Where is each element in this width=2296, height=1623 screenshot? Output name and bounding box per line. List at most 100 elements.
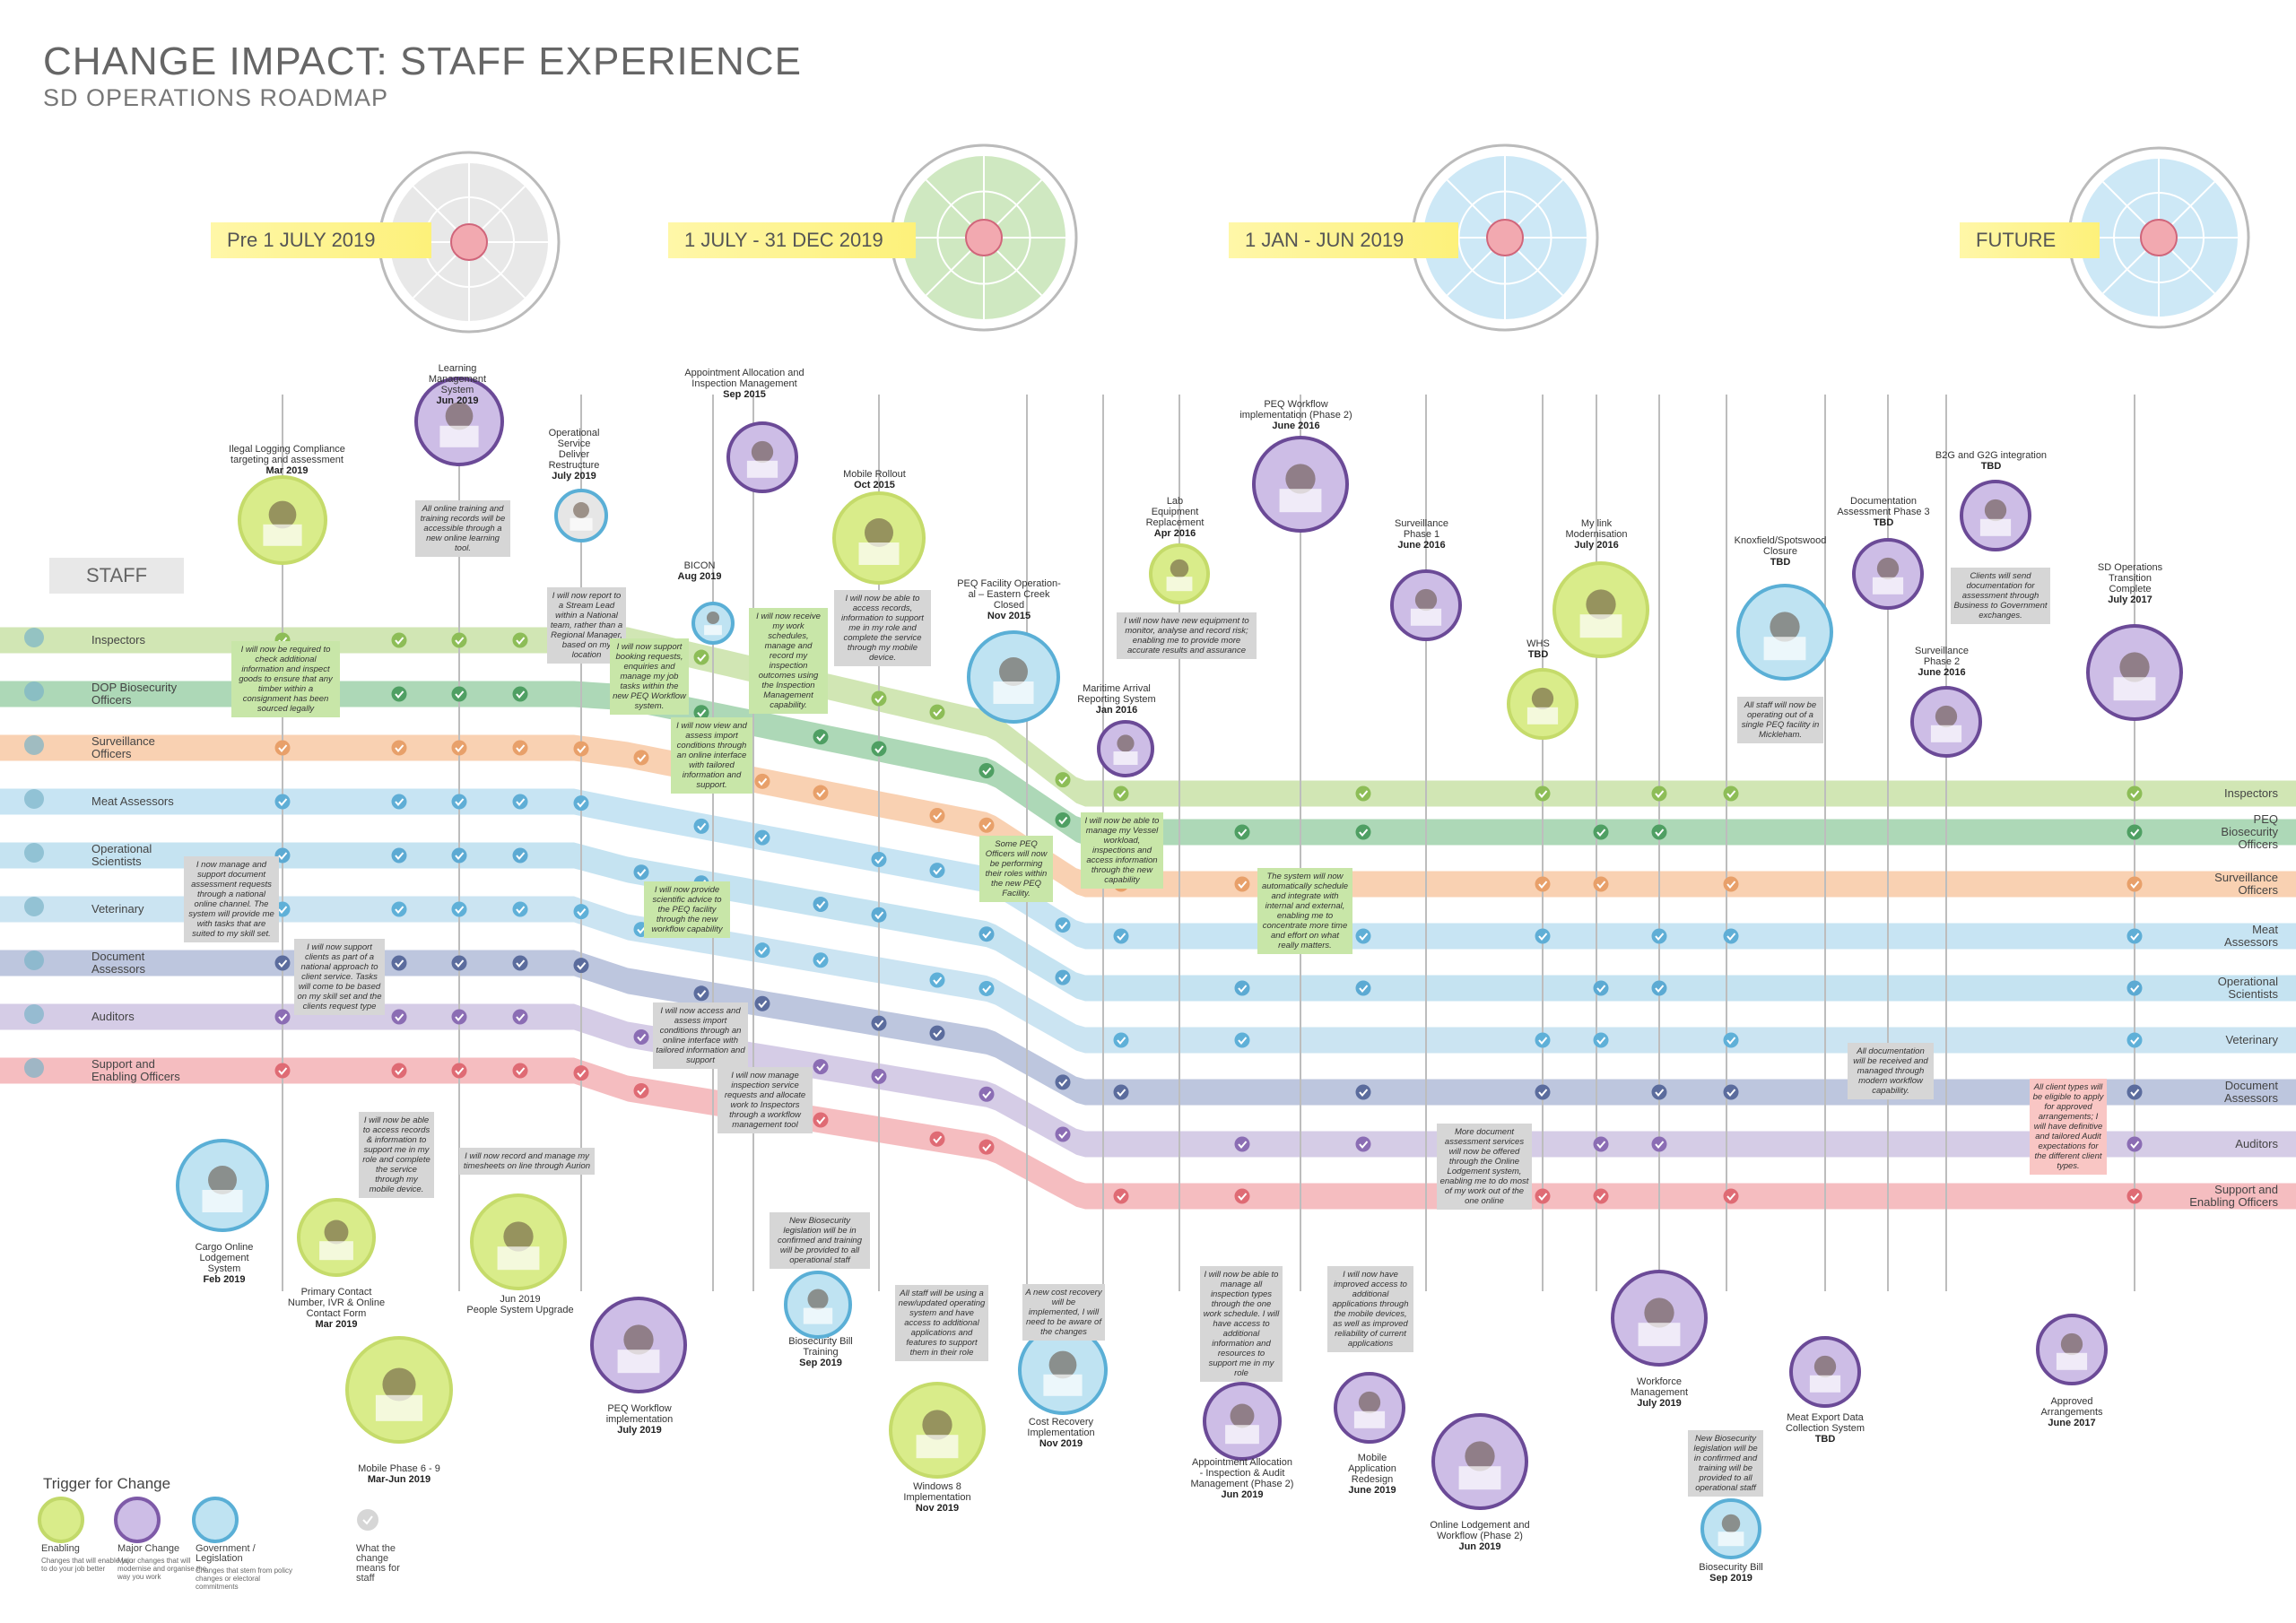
check-marker-tick <box>1359 1089 1369 1098</box>
check-marker-tick <box>2130 881 2140 890</box>
check-marker <box>391 1063 407 1079</box>
check-marker <box>512 1009 528 1025</box>
check-marker-tick <box>455 798 465 807</box>
legend-swatch-0 <box>38 1497 84 1543</box>
check-marker <box>1055 969 1071 985</box>
check-marker-tick <box>516 1067 526 1076</box>
check-marker <box>633 1028 649 1045</box>
check-marker-tick <box>1655 829 1665 838</box>
staff-figure-icon <box>24 789 44 809</box>
check-marker <box>1651 1084 1667 1100</box>
top-event-figure-15 <box>1935 705 1958 728</box>
bottom-event-figure-2 <box>382 1367 416 1402</box>
check-marker-tick <box>1359 933 1369 942</box>
top-event-figure-10 <box>1414 588 1438 612</box>
top-event-figure-body-5 <box>858 542 900 565</box>
top-event-figure-body-3 <box>704 625 722 636</box>
check-marker <box>813 952 829 968</box>
lane-band-1 <box>0 681 2296 846</box>
top-event-figure-body-17 <box>2113 677 2156 701</box>
top-event-figure-body-10 <box>1410 608 1442 626</box>
check-marker-tick <box>1655 1141 1665 1150</box>
check-marker-tick <box>982 931 992 939</box>
check-marker <box>2126 980 2143 996</box>
check-marker-tick <box>1726 1089 1736 1098</box>
check-marker <box>573 741 589 757</box>
check-marker-tick <box>395 798 404 807</box>
check-marker <box>1651 785 1667 802</box>
check-marker <box>2126 876 2143 892</box>
check-marker <box>512 1063 528 1079</box>
bottom-event-figure-3 <box>503 1221 534 1252</box>
check-marker <box>451 1009 467 1025</box>
check-marker <box>1355 785 1371 802</box>
staff-impact-note: Some PEQ Officers will now be performing… <box>979 836 1053 902</box>
top-event-figure-3 <box>706 611 720 625</box>
top-event-figure-1 <box>445 402 474 430</box>
check-marker <box>2126 1136 2143 1152</box>
check-marker <box>1113 928 1129 944</box>
check-marker-tick <box>1359 1141 1369 1150</box>
top-event-figure-body-7 <box>1113 751 1138 765</box>
bottom-event-figure-11 <box>1644 1298 1674 1328</box>
check-marker <box>274 794 291 810</box>
check-marker-tick <box>637 1087 647 1096</box>
check-marker <box>1723 1084 1739 1100</box>
staff-impact-note: All client types will be eligible to app… <box>2030 1079 2107 1175</box>
check-marker <box>1113 785 1129 802</box>
check-marker-tick <box>874 855 884 864</box>
check-marker <box>2126 1084 2143 1100</box>
check-marker-tick <box>933 976 943 985</box>
check-marker <box>633 1082 649 1098</box>
check-marker <box>451 740 467 756</box>
check-marker <box>1535 785 1551 802</box>
wheel-ring-1 <box>936 190 1031 285</box>
check-marker-tick <box>516 690 526 699</box>
check-marker <box>274 1009 291 1025</box>
check-marker <box>978 1086 995 1102</box>
staff-figure-icon <box>24 843 44 863</box>
lane-band-3 <box>0 788 2296 950</box>
check-marker <box>1355 824 1371 840</box>
check-marker-tick <box>516 637 526 646</box>
check-marker <box>1113 1188 1129 1204</box>
check-marker <box>1535 1188 1551 1204</box>
check-marker-tick <box>874 911 884 920</box>
check-marker-tick <box>577 745 587 754</box>
legend-label-3: What the change means for staff <box>356 1543 400 1584</box>
staff-impact-note: All documentation will be received and m… <box>1848 1043 1934 1099</box>
staff-impact-note: I will now manage inspection service req… <box>718 1067 813 1133</box>
check-marker <box>871 907 887 923</box>
legend-swatch-3 <box>357 1509 378 1531</box>
check-marker-tick <box>933 1135 943 1144</box>
check-marker <box>871 690 887 707</box>
page-subtitle: SD OPERATIONS ROADMAP <box>43 84 389 111</box>
top-event-figure-body-1 <box>439 425 479 447</box>
check-marker-tick <box>1538 881 1548 890</box>
check-marker-tick <box>278 1067 288 1076</box>
check-marker-tick <box>516 852 526 861</box>
check-marker <box>754 942 770 959</box>
check-marker <box>1355 980 1371 996</box>
check-marker-tick <box>758 777 768 786</box>
check-marker-tick <box>1726 790 1736 799</box>
check-marker-tick <box>816 789 826 798</box>
check-marker <box>1723 928 1739 944</box>
check-marker <box>1234 980 1250 996</box>
staff-figure-icon <box>24 1004 44 1024</box>
check-marker-tick <box>455 1013 465 1022</box>
check-marker-tick <box>2130 1089 2140 1098</box>
check-marker <box>1593 876 1609 892</box>
check-marker <box>978 1139 995 1155</box>
check-marker-tick <box>516 798 526 807</box>
top-event-figure-body-8 <box>1166 577 1193 592</box>
bottom-event-figure-5 <box>807 1289 829 1310</box>
period-banner-future: FUTURE <box>1960 222 2100 258</box>
